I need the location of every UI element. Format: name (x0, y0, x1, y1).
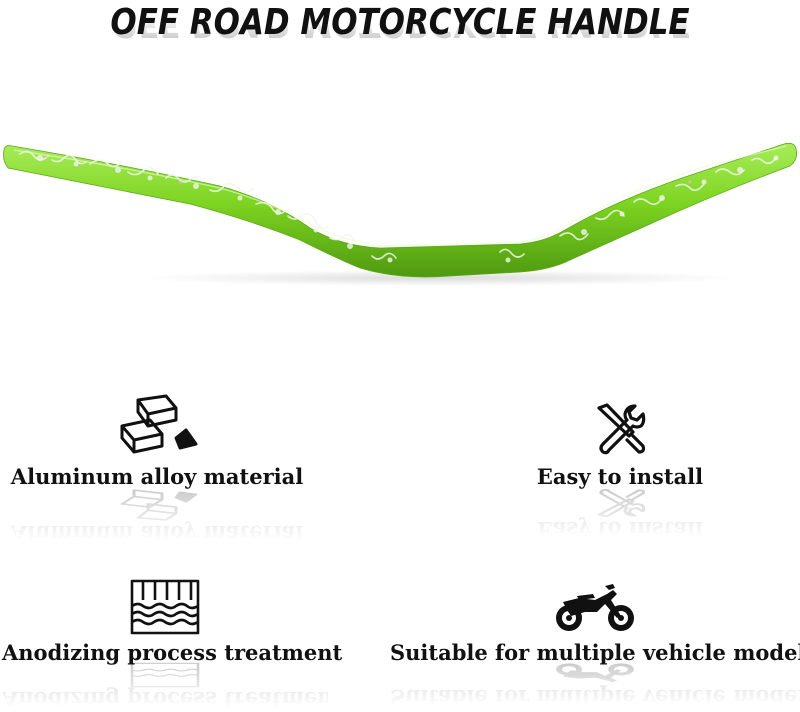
feature-reflection: Aluminum alloy material (2, 488, 312, 546)
feature-reflection: Suitable for multiple vehicle models (390, 662, 800, 710)
feature-label: Easy to install (536, 464, 704, 489)
feature-easy-install: Easy to install Easy to install (520, 402, 720, 542)
feature-aluminum: Aluminum alloy material Aluminum alloy m… (2, 392, 312, 546)
tools-icon (597, 403, 646, 455)
page-title: OFF ROAD MOTORCYCLE HANDLE (110, 2, 690, 43)
page-title-reflection: OFF ROAD MOTORCYCLE HANDLE (110, 3, 690, 44)
title-area: OFF ROAD MOTORCYCLE HANDLE OFF ROAD MOTO… (0, 0, 800, 52)
feature-label: Anodizing process treatment (2, 640, 343, 665)
aluminum-ingot-icon (120, 394, 198, 454)
feature-reflection: Anodizing process treatment (2, 662, 342, 712)
feature-vehicle-models: Suitable for multiple vehicle models Sui… (390, 582, 800, 710)
anodizing-tank-icon (130, 579, 200, 635)
feature-anodizing: Anodizing process treatment Anodizing pr… (2, 578, 343, 712)
dirt-bike-icon (556, 584, 634, 631)
handlebar-image (3, 142, 798, 286)
feature-label: Aluminum alloy material (10, 464, 304, 489)
feature-label: Suitable for multiple vehicle models (390, 640, 800, 665)
feature-reflection: Easy to install (520, 488, 720, 542)
